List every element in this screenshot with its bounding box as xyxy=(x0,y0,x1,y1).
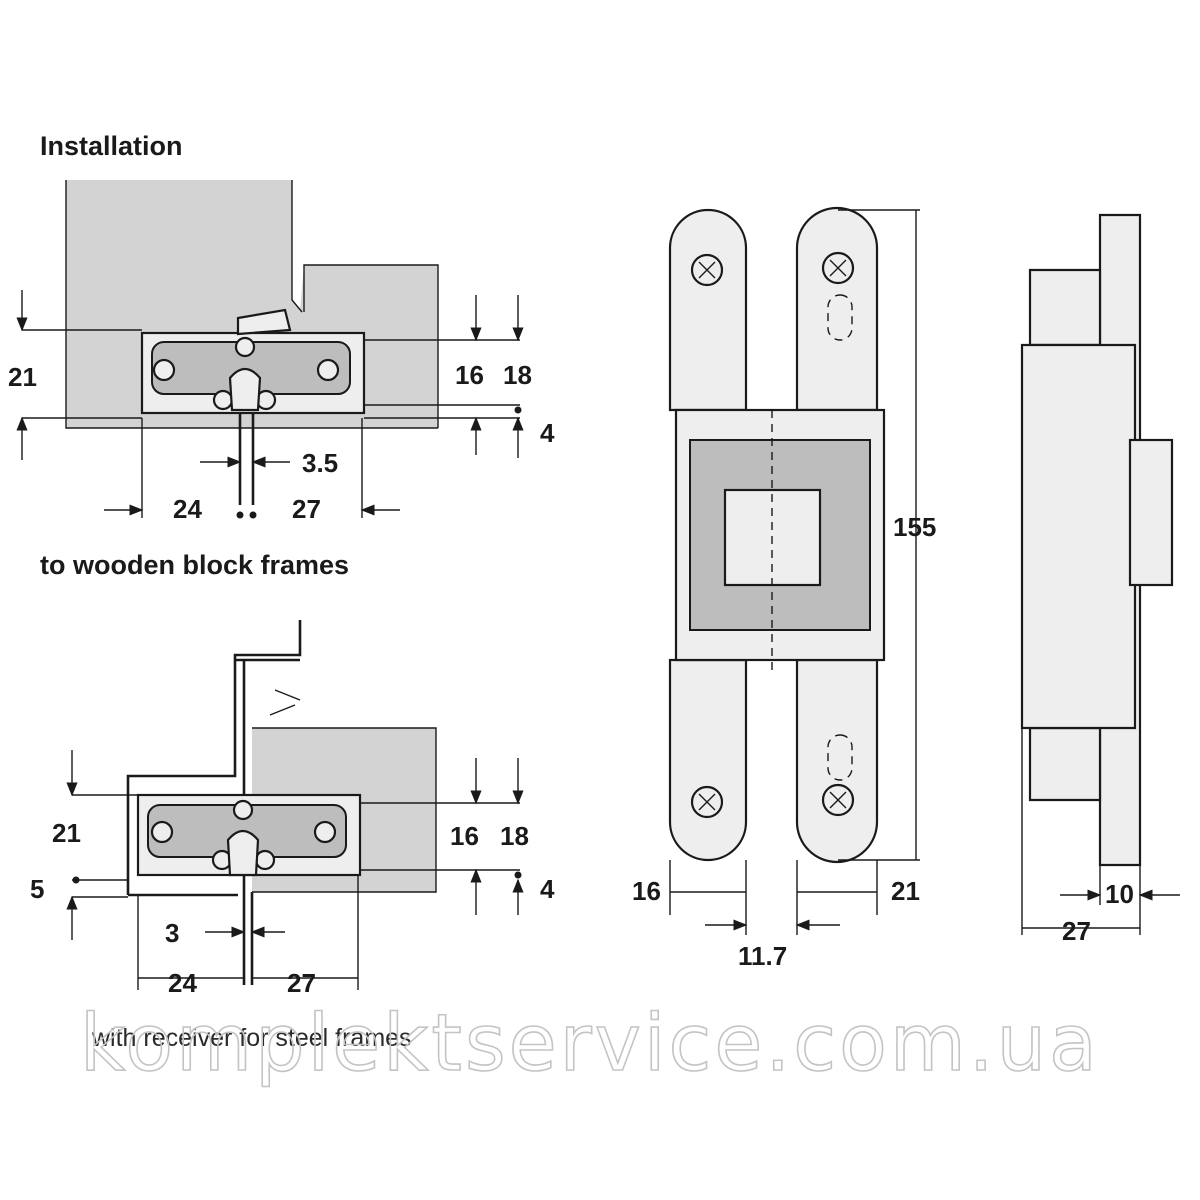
dim-11-7: 11.7 xyxy=(738,941,787,971)
installation-detail: Installation 21 16 18 4 3 xyxy=(8,131,555,580)
dim-16-bottom: 16 xyxy=(450,821,479,851)
installation-title: Installation xyxy=(40,131,183,161)
dim-5-bottom: 5 xyxy=(30,874,44,904)
watermark: komplektservice.com.ua xyxy=(80,999,1100,1089)
dim-155: 155 xyxy=(893,512,936,542)
hinge-front-view: 155 16 21 11.7 xyxy=(632,206,936,971)
screw-right-icon xyxy=(316,358,340,382)
dim-24-top: 24 xyxy=(173,494,202,524)
dim-18-top: 18 xyxy=(503,360,532,390)
side-body xyxy=(1020,343,1137,730)
dim-27-top: 27 xyxy=(292,494,321,524)
hinge-side-view: 10 27 xyxy=(1020,213,1180,946)
dim-24-bottom: 24 xyxy=(168,968,197,998)
dim-21-bottom: 21 xyxy=(52,818,81,848)
screw-icon xyxy=(690,251,855,819)
screw-bottom-left-icon xyxy=(212,389,234,411)
screw-right-bottom-icon xyxy=(313,820,337,844)
door-outline xyxy=(65,180,439,429)
hinge-knuckle-bottom xyxy=(226,829,260,877)
side-pivot xyxy=(1128,438,1174,587)
dim-21-top: 21 xyxy=(8,362,37,392)
dim-27-side: 27 xyxy=(1062,916,1091,946)
dim-4-top: 4 xyxy=(540,418,555,448)
steel-frames-caption: with receiver for steel frames xyxy=(91,1024,412,1052)
dim-21-front: 21 xyxy=(891,876,920,906)
screw-left-icon xyxy=(152,358,176,382)
dim-16-front: 16 xyxy=(632,876,661,906)
dim-16-top: 16 xyxy=(455,360,484,390)
leaf-top-left xyxy=(668,208,748,412)
side-step-top xyxy=(1028,268,1102,347)
wooden-frames-title: to wooden block frames xyxy=(40,550,349,580)
screw-bottom-right-2-icon xyxy=(254,849,276,871)
side-step-bottom xyxy=(1028,726,1102,802)
steel-frame-detail: 21 5 16 18 4 3 24 27 xyxy=(30,620,555,998)
hinge-latch-top xyxy=(236,308,292,336)
leaf-bottom-right xyxy=(795,658,879,864)
pivot-icon xyxy=(234,336,256,358)
hinge-knuckle-top xyxy=(228,367,262,412)
leaf-top-right xyxy=(795,206,879,412)
dim-3-5: 3.5 xyxy=(302,448,338,478)
dim-3-bottom: 3 xyxy=(165,918,179,948)
pivot-bottom-icon xyxy=(232,799,254,821)
dim-27-bottom: 27 xyxy=(287,968,316,998)
dim-4-bottom: 4 xyxy=(540,874,555,904)
screw-left-bottom-icon xyxy=(150,820,174,844)
dim-10-side: 10 xyxy=(1105,879,1134,909)
dim-18-bottom: 18 xyxy=(500,821,529,851)
steel-frame-profile xyxy=(126,620,302,897)
leaf-bottom-left xyxy=(668,658,748,862)
